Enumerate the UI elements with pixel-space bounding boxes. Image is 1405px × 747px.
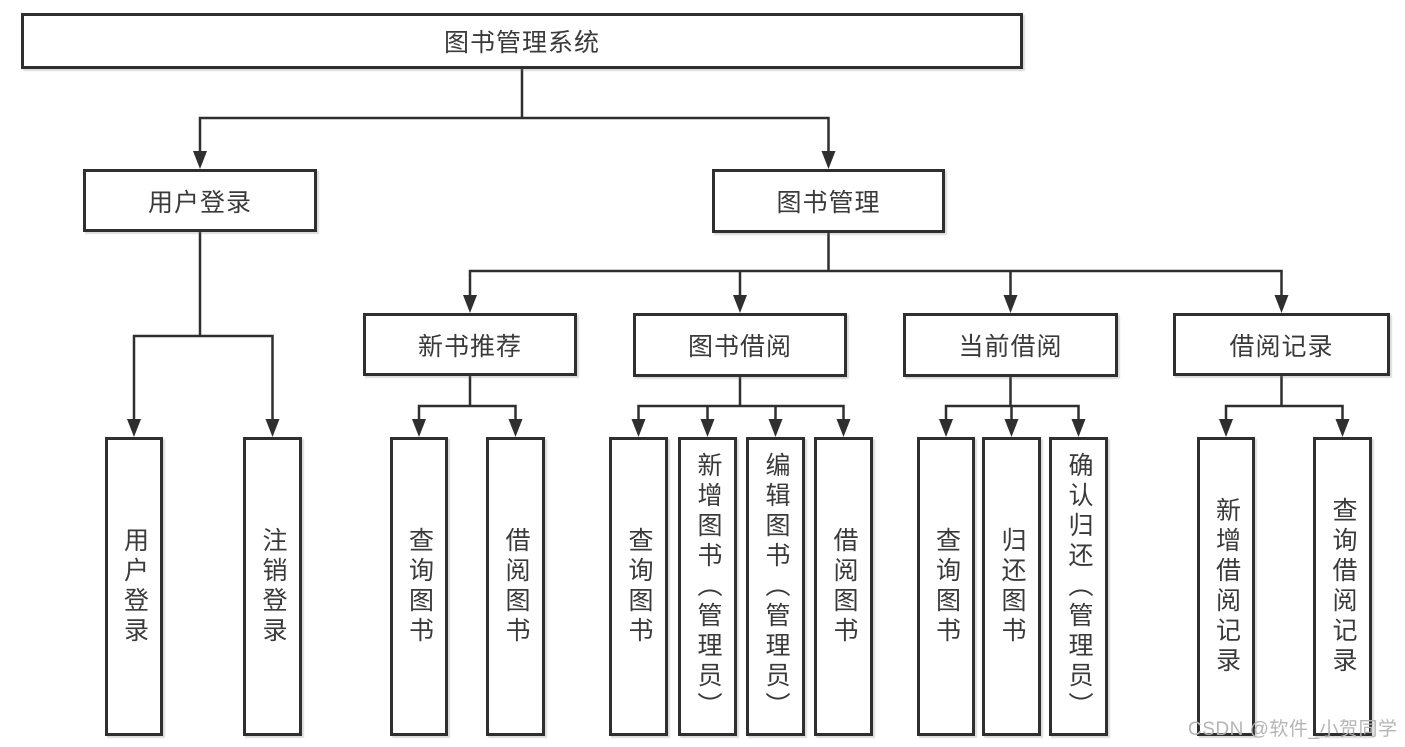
connector-root-to-level2 — [198, 68, 830, 153]
leaf-add-borrow-record-label: 新增借阅记录 — [1212, 496, 1241, 677]
leaf-logout-label: 注销登录 — [259, 526, 287, 647]
leaf-user-login-label: 用户登录 — [120, 526, 149, 647]
node-current-borrowing-label: 当前借阅 — [958, 333, 1063, 361]
node-book-management-label: 图书管理 — [776, 189, 881, 217]
node-current-borrowing: 当前借阅 — [903, 313, 1118, 377]
leaf-query-borrow-record-label: 查询借阅记录 — [1329, 496, 1357, 677]
leaf-query-books-current: 查询图书 — [917, 437, 975, 736]
connector-bookmgmt-to-level3 — [468, 233, 1283, 297]
leaf-logout: 注销登录 — [243, 437, 302, 736]
node-new-book-recommend-label: 新书推荐 — [417, 332, 522, 361]
leaf-add-borrow-record: 新增借阅记录 — [1197, 437, 1255, 736]
connector-userlogin-to-leaves — [132, 231, 274, 421]
connector-newbook-to-leaves — [417, 375, 517, 421]
leaf-add-books-admin: 新增图书（管理员） — [678, 437, 737, 736]
leaf-confirm-return-admin-label: 确认归还（管理员） — [1065, 451, 1093, 722]
node-user-login: 用户登录 — [83, 169, 317, 232]
leaf-borrow-books-recommend: 借阅图书 — [486, 437, 545, 736]
leaf-add-books-admin-label: 新增图书（管理员） — [694, 451, 722, 722]
node-book-management: 图书管理 — [712, 169, 945, 233]
leaf-borrow-books-borrowing-label: 借阅图书 — [830, 526, 858, 647]
leaf-borrow-books-recommend-label: 借阅图书 — [502, 526, 530, 647]
connector-records-to-leaves — [1224, 375, 1344, 421]
leaf-confirm-return-admin: 确认归还（管理员） — [1049, 437, 1108, 736]
leaf-edit-books-admin: 编辑图书（管理员） — [746, 437, 805, 736]
leaf-query-books-recommend: 查询图书 — [390, 437, 448, 736]
leaf-user-login: 用户登录 — [105, 437, 163, 736]
node-book-borrowing: 图书借阅 — [633, 313, 847, 377]
node-new-book-recommend: 新书推荐 — [363, 313, 577, 376]
leaf-query-books-borrowing: 查询图书 — [609, 437, 668, 736]
leaf-query-books-recommend-label: 查询图书 — [405, 526, 434, 647]
arrowheads — [127, 151, 1350, 437]
leaf-borrow-books-borrowing: 借阅图书 — [814, 437, 873, 736]
node-library-system: 图书管理系统 — [21, 13, 1023, 69]
node-user-login-label: 用户登录 — [147, 188, 252, 217]
node-library-system-label: 图书管理系统 — [443, 29, 600, 57]
leaf-return-books: 归还图书 — [982, 437, 1041, 736]
leaf-query-borrow-record: 查询借阅记录 — [1313, 437, 1372, 736]
csdn-watermark: CSDN @软件_小贺同学 — [1188, 719, 1398, 740]
leaf-query-books-current-label: 查询图书 — [932, 526, 961, 647]
node-borrowing-records: 借阅记录 — [1173, 313, 1390, 376]
node-borrowing-records-label: 借阅记录 — [1229, 332, 1334, 361]
connector-current-to-leaves — [944, 376, 1080, 421]
connector-borrow-to-leaves — [637, 376, 845, 421]
leaf-query-books-borrowing-label: 查询图书 — [625, 526, 653, 647]
leaf-return-books-label: 归还图书 — [998, 526, 1026, 647]
leaf-edit-books-admin-label: 编辑图书（管理员） — [762, 451, 790, 722]
node-book-borrowing-label: 图书借阅 — [687, 333, 792, 361]
